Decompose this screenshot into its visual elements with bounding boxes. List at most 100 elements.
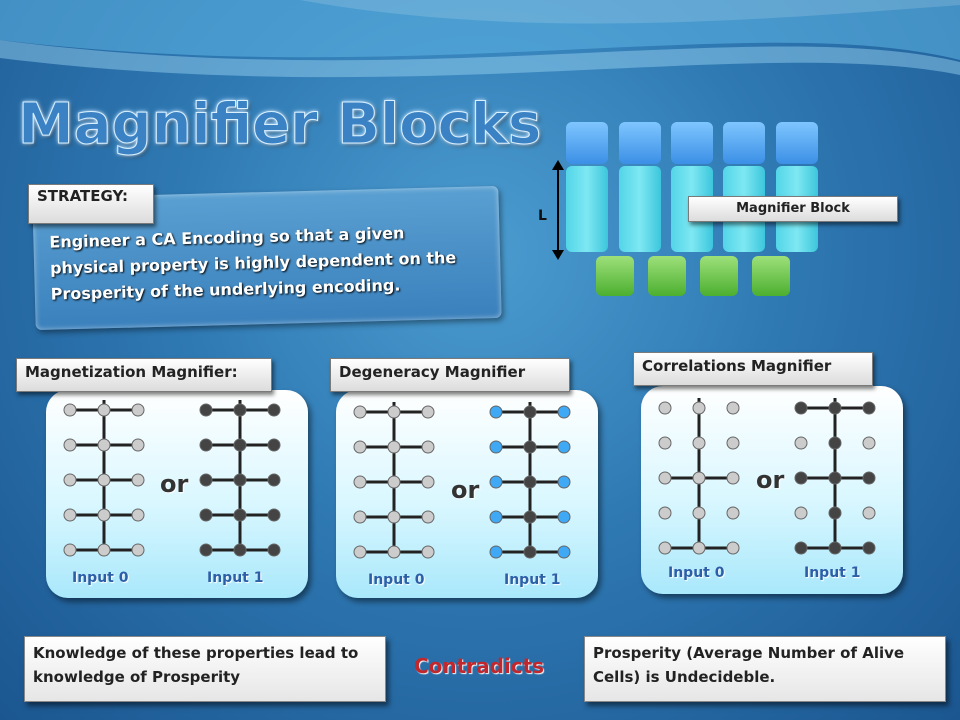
prosperity-box: Prosperity (Average Number of Alive Cell…: [584, 636, 946, 702]
degeneracy-label: Degeneracy Magnifier: [330, 358, 570, 392]
degeneracy-input1-lattice: [489, 402, 571, 559]
lattice-node: [828, 506, 842, 520]
lattice-node: [233, 438, 247, 452]
contradicts-label: Contradicts: [414, 654, 545, 678]
knowledge-box: Knowledge of these properties lead to kn…: [24, 636, 386, 702]
lattice-node: [794, 471, 808, 485]
block-top-5: [776, 122, 818, 164]
lattice-node: [489, 510, 503, 524]
lattice-node: [421, 405, 435, 419]
or-text-correlations: or: [756, 466, 785, 494]
lattice-node: [199, 473, 213, 487]
lattice-node: [489, 405, 503, 419]
lattice-node: [489, 440, 503, 454]
lattice-node: [97, 543, 111, 557]
magnifier-block-label: Magnifier Block: [688, 196, 898, 222]
length-label: L: [538, 208, 547, 224]
lattice-node: [421, 440, 435, 454]
lattice-node: [131, 543, 145, 557]
page-title: Magnifier Blocks: [17, 92, 542, 158]
block-mid-1: [566, 166, 608, 252]
lattice-node: [726, 401, 740, 415]
lattice-node: [658, 401, 672, 415]
magnetization-input1-label: Input 1: [207, 570, 264, 586]
lattice-node: [794, 541, 808, 555]
lattice-node: [97, 508, 111, 522]
lattice-node: [523, 510, 537, 524]
lattice-node: [387, 510, 401, 524]
lattice-node: [523, 475, 537, 489]
lattice-node: [387, 440, 401, 454]
block-bottom-3: [700, 256, 738, 296]
lattice-node: [387, 405, 401, 419]
magnetization-label: Magnetization Magnifier:: [16, 358, 272, 392]
lattice-node: [557, 405, 571, 419]
block-mid-2: [619, 166, 661, 252]
lattice-node: [692, 506, 706, 520]
lattice-node: [726, 471, 740, 485]
lattice-node: [131, 403, 145, 417]
lattice-node: [523, 405, 537, 419]
lattice-node: [353, 510, 367, 524]
lattice-node: [794, 401, 808, 415]
magnetization-input1-lattice: [199, 400, 281, 557]
block-bottom-1: [596, 256, 634, 296]
lattice-node: [131, 508, 145, 522]
strategy-label: STRATEGY:: [28, 184, 154, 224]
lattice-node: [692, 436, 706, 450]
block-top-1: [566, 122, 608, 164]
lattice-node: [862, 506, 876, 520]
magnetization-panel: [46, 390, 308, 598]
correlations-label: Correlations Magnifier: [633, 352, 873, 386]
lattice-node: [267, 438, 281, 452]
lattice-node: [726, 506, 740, 520]
lattice-node: [131, 473, 145, 487]
lattice-node: [557, 475, 571, 489]
lattice-node: [267, 543, 281, 557]
lattice-node: [353, 475, 367, 489]
correlations-panel: [641, 386, 903, 594]
lattice-node: [421, 545, 435, 559]
lattice-node: [421, 510, 435, 524]
lattice-node: [267, 473, 281, 487]
block-bottom-2: [648, 256, 686, 296]
lattice-node: [97, 438, 111, 452]
degeneracy-panel: [336, 390, 598, 598]
lattice-node: [63, 403, 77, 417]
lattice-node: [862, 436, 876, 450]
correlations-input1-label: Input 1: [804, 565, 861, 581]
lattice-node: [421, 475, 435, 489]
lattice-node: [489, 545, 503, 559]
lattice-node: [353, 440, 367, 454]
lattice-node: [523, 440, 537, 454]
lattice-node: [63, 543, 77, 557]
lattice-node: [658, 436, 672, 450]
lattice-node: [199, 403, 213, 417]
lattice-node: [97, 403, 111, 417]
lattice-node: [267, 403, 281, 417]
lattice-node: [267, 508, 281, 522]
lattice-node: [828, 471, 842, 485]
or-text-degeneracy: or: [451, 476, 480, 504]
block-top-4: [723, 122, 765, 164]
lattice-node: [353, 405, 367, 419]
degeneracy-input0-label: Input 0: [368, 572, 425, 588]
lattice-node: [692, 401, 706, 415]
lattice-node: [726, 541, 740, 555]
lattice-node: [794, 436, 808, 450]
lattice-node: [862, 471, 876, 485]
lattice-node: [199, 438, 213, 452]
lattice-node: [233, 508, 247, 522]
lattice-node: [726, 436, 740, 450]
header-swoosh: [0, 0, 960, 78]
or-text-magnetization: or: [160, 470, 189, 498]
lattice-node: [387, 475, 401, 489]
block-top-3: [671, 122, 713, 164]
lattice-node: [828, 401, 842, 415]
lattice-node: [63, 473, 77, 487]
block-top-2: [619, 122, 661, 164]
lattice-node: [557, 545, 571, 559]
lattice-node: [233, 403, 247, 417]
lattice-node: [658, 541, 672, 555]
correlations-input0-lattice: [658, 398, 740, 555]
